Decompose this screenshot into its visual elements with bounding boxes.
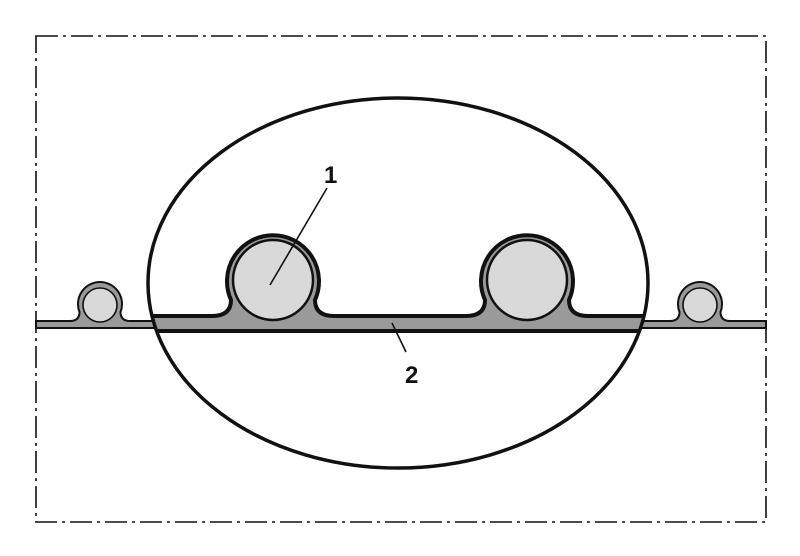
callout-1-leader — [269, 187, 328, 286]
magnifier-ellipse — [146, 96, 650, 470]
callout-2-label: 2 — [405, 362, 418, 389]
magnifier-background — [148, 98, 648, 468]
outer-profile — [35, 281, 767, 329]
helix-wire-2 — [485, 238, 569, 322]
frame-border — [35, 35, 767, 523]
small-helix-right — [682, 287, 718, 323]
callout-2-leader — [391, 322, 407, 353]
callout-1-label: 1 — [324, 162, 337, 189]
small-helix-left — [82, 287, 118, 323]
